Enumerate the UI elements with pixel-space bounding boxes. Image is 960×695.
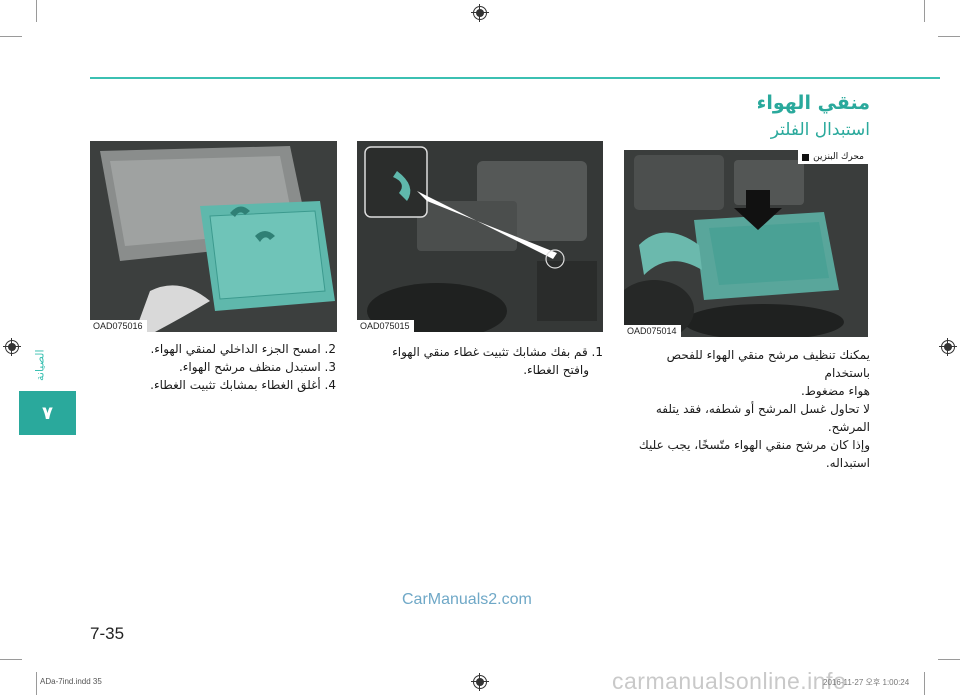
step-text: 3. استبدل منظف مرشح الهواء. <box>178 360 336 374</box>
watermark-link[interactable]: CarManuals2.com <box>402 591 532 608</box>
watermark: carmanualsonline.info <box>612 668 847 694</box>
crop-mark <box>924 672 925 695</box>
crop-mark <box>36 672 37 695</box>
crop-mark <box>0 36 22 37</box>
step-text: 1. قم بفك مشابك تثبيت غطاء منقي الهواء <box>392 345 603 359</box>
figure-code: OAD075016 <box>90 320 147 332</box>
figure-clip-release: OAD075015 <box>357 141 603 332</box>
text-line: هواء مضغوط. <box>800 384 870 398</box>
step-text: وافتح الغطاء. <box>523 363 589 377</box>
registration-mark-icon <box>471 4 489 22</box>
print-timestamp: 2016-11-27 오후 1:00:24 <box>823 678 910 687</box>
steps-2-4: 2. امسح الجزء الداخلي لمنقي الهواء. 3. ا… <box>89 340 336 394</box>
filter-cleaning-note: يمكنك تنظيف مرشح منقي الهواء للفحص باستخ… <box>620 346 870 472</box>
crop-mark <box>938 659 960 660</box>
section-title: منقي الهواء <box>756 92 870 114</box>
figure-code: OAD075014 <box>624 325 681 337</box>
registration-mark-icon <box>3 338 21 356</box>
crop-mark <box>36 0 37 22</box>
figure-code: OAD075015 <box>357 320 414 332</box>
clip-release-illustration <box>357 141 603 332</box>
section-subtitle: استبدال الفلتر <box>770 120 870 140</box>
text-line: يمكنك تنظيف مرشح منقي الهواء للفحص باستخ… <box>666 348 870 380</box>
text-line: لا تحاول غسل المرشح أو شطفه، فقد يتلفه ا… <box>655 402 870 434</box>
crop-mark <box>938 36 960 37</box>
crop-mark <box>924 0 925 22</box>
figure-filter-removal: OAD075016 <box>90 141 337 332</box>
registration-mark-icon <box>471 673 489 691</box>
chapter-tab: ٧ <box>19 391 76 435</box>
registration-mark-icon <box>939 338 957 356</box>
print-file-label: ADa-7ind.indd 35 <box>40 677 102 686</box>
engine-type-badge: محرك البنزين <box>798 150 868 164</box>
text-line: وإذا كان مرشح منقي الهواء متّسخًا، يجب ع… <box>638 438 870 452</box>
crop-mark <box>0 659 22 660</box>
square-bullet-icon <box>802 153 810 161</box>
step-1: 1. قم بفك مشابك تثبيت غطاء منقي الهواء و… <box>357 343 603 379</box>
figure-engine-bay: محرك البنزين OAD075014 <box>624 150 868 337</box>
step-text: 4. أغلق الغطاء بمشابك تثبيت الغطاء. <box>150 378 336 392</box>
text-line: استبداله. <box>825 456 870 470</box>
header-rule <box>90 77 940 79</box>
chapter-side-label: الصيانة <box>33 349 47 381</box>
page-number: 7-35 <box>90 624 125 643</box>
step-text: 2. امسح الجزء الداخلي لمنقي الهواء. <box>150 342 336 356</box>
engine-bay-illustration <box>624 150 868 337</box>
filter-removal-illustration <box>90 141 337 332</box>
